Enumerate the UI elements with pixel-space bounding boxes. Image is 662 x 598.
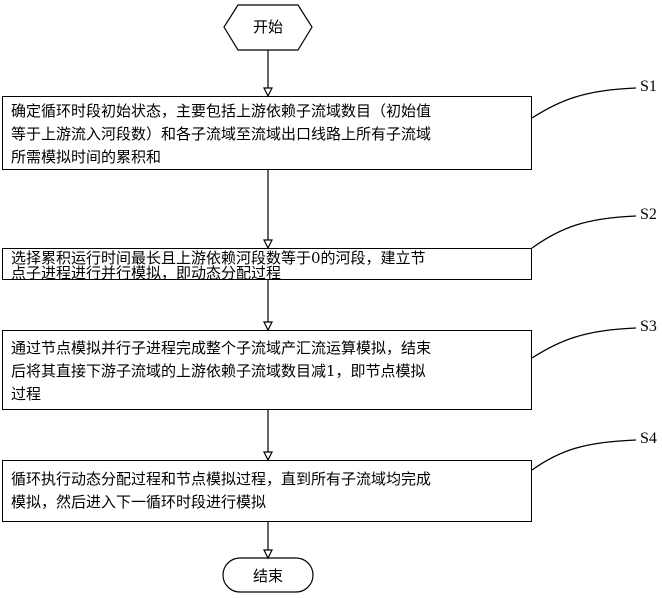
arrowhead-s2 <box>263 239 273 250</box>
step-s3-line: 过程 <box>11 385 42 403</box>
step-s1-box: 确定循环时段初始状态，主要包括上游依赖子流域数目（初始值 等于上游流入河段数）和… <box>2 96 532 170</box>
step-s4-line: 循环执行动态分配过程和节点模拟过程，直到所有子流域均完成 <box>11 470 432 488</box>
step-s1-line: 所需模拟时间的累积和 <box>11 148 162 166</box>
step-s3-line: 通过节点模拟并行子进程完成整个子流域产汇流运算模拟，结束 <box>11 339 432 357</box>
step-s4-label: S4 <box>640 430 657 447</box>
step-s3-box: 通过节点模拟并行子进程完成整个子流域产汇流运算模拟，结束 后将其直接下游子流域的… <box>2 330 532 410</box>
arrowhead-s4 <box>263 451 273 462</box>
s1-leader-line <box>531 87 637 119</box>
step-s4-box: 循环执行动态分配过程和节点模拟过程，直到所有子流域均完成 模拟，然后进入下一循环… <box>2 460 532 522</box>
step-s3-label: S3 <box>640 318 657 335</box>
arrowhead-s1 <box>263 87 273 98</box>
step-s4-line: 模拟，然后进入下一循环时段进行模拟 <box>11 493 267 511</box>
step-s3-line: 后将其直接下游子流域的上游依赖子流域数目减1，即节点模拟 <box>11 362 426 380</box>
s3-leader-line <box>531 327 637 359</box>
step-s1-line: 等于上游流入河段数）和各子流域至流域出口线路上所有子流域 <box>11 125 432 143</box>
start-label: 开始 <box>252 18 283 36</box>
s4-leader-line <box>531 439 637 471</box>
step-s2-line: 点子进程进行并行模拟，即动态分配过程 <box>11 264 282 282</box>
end-terminal-shape <box>222 557 314 593</box>
step-s2-line: 选择累积运行时间最长且上游依赖河段数等于0的河段，建立节 <box>11 249 426 267</box>
end-label: 结束 <box>252 567 283 585</box>
s2-leader-line <box>531 215 637 249</box>
arrowhead-end <box>263 549 273 560</box>
step-s1-line: 确定循环时段初始状态，主要包括上游依赖子流域数目（初始值 <box>11 102 432 120</box>
step-s2-label: S2 <box>640 206 657 223</box>
start-terminal-shape <box>223 4 313 51</box>
step-s2-box: 选择累积运行时间最长且上游依赖河段数等于0的河段，建立节 点子进程进行并行模拟，… <box>2 248 532 282</box>
step-s1-label: S1 <box>640 78 657 95</box>
arrowhead-s3 <box>263 321 273 332</box>
